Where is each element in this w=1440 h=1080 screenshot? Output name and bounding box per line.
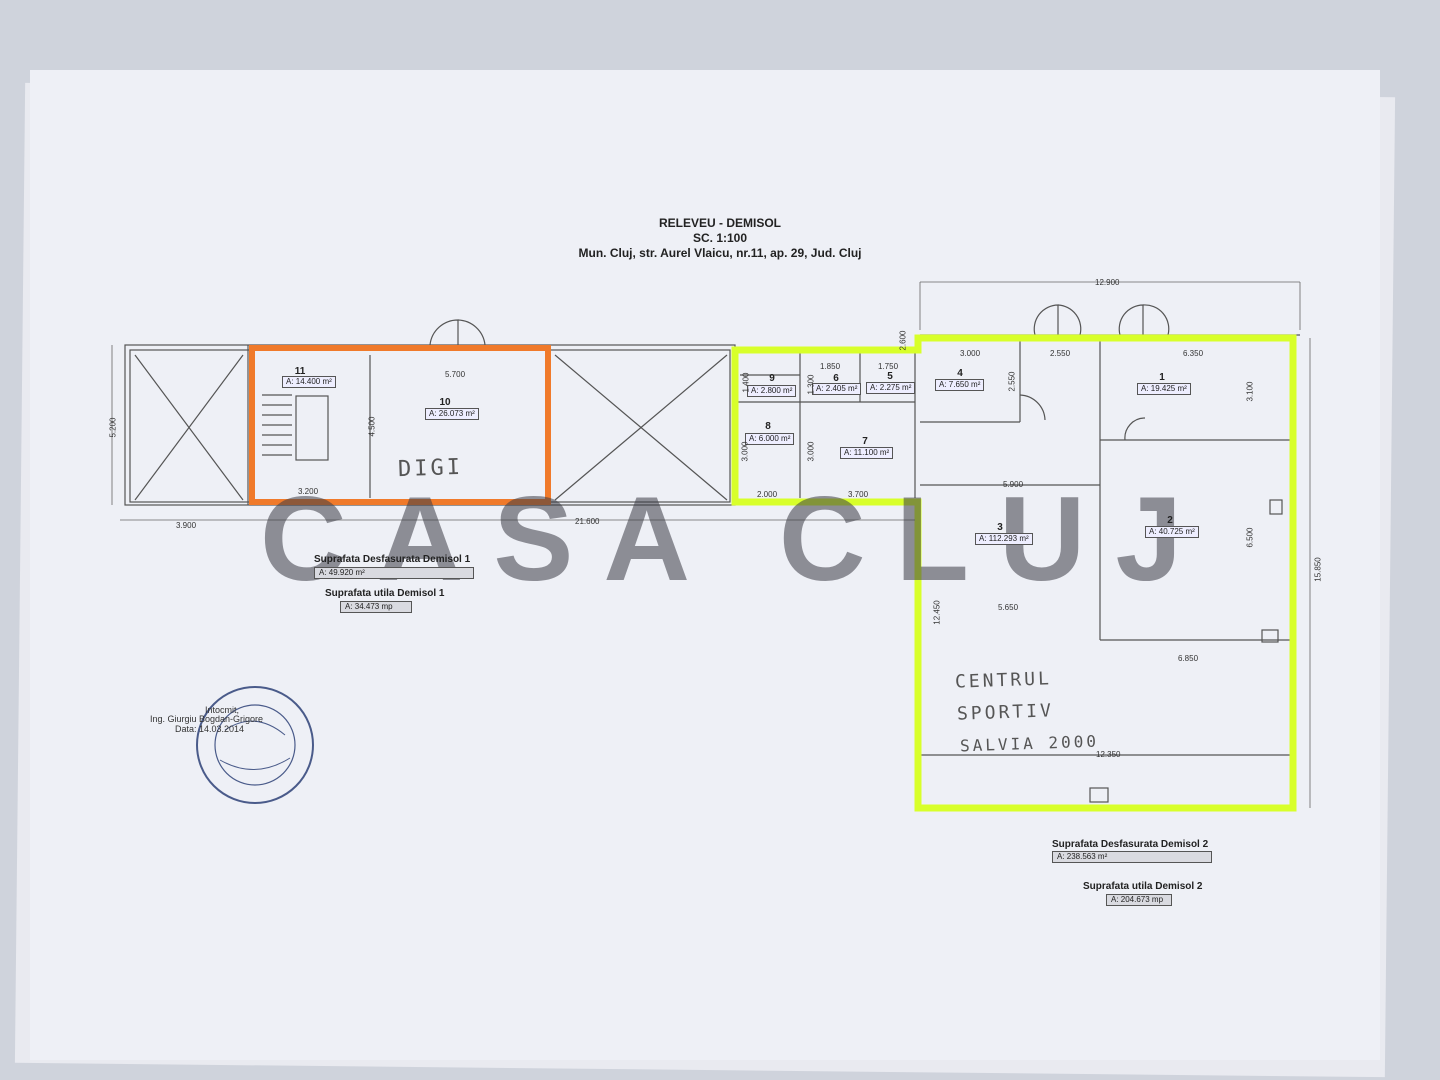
dim-5700: 5.700 (445, 370, 466, 379)
dim-3200: 3.200 (298, 487, 319, 496)
official-stamp-icon (196, 686, 314, 804)
dim-12900: 12.900 (1095, 278, 1120, 287)
room-8-label: 8 (765, 421, 771, 432)
dim-5200: 5.200 (108, 417, 118, 438)
plan-title: RELEVEU - DEMISOL (658, 216, 781, 230)
handwritten-digi: DIGI (397, 454, 464, 483)
room-7-label: 7 (862, 436, 868, 447)
room-2-label: 2 (1167, 515, 1173, 526)
right-wing-walls (738, 304, 1300, 803)
room-6-area: A: 2.405 m² (812, 383, 862, 395)
summary2-desf-label: Suprafata Desfasurata Demisol 2 (1052, 839, 1209, 850)
orange-highlight (249, 345, 551, 505)
room-9-label: 9 (769, 373, 775, 384)
summary2-util-label: Suprafata utila Demisol 2 (1083, 881, 1203, 892)
dim-12350: 12.350 (1096, 750, 1121, 759)
dim-15850: 15.850 (1313, 557, 1323, 582)
room-10-area: A: 26.073 m² (425, 408, 479, 420)
dim-2600: 2.600 (898, 330, 908, 351)
room-1-area: A: 19.425 m² (1137, 383, 1191, 395)
dim-6500: 6.500 (1245, 527, 1255, 548)
room-10-label: 10 (439, 397, 451, 408)
dim-3100: 3.100 (1245, 381, 1255, 402)
plan-address: Mun. Cluj, str. Aurel Vlaicu, nr.11, ap.… (578, 246, 862, 260)
dim-2000: 2.000 (757, 490, 778, 499)
dim-4500: 4.500 (367, 416, 377, 437)
room-4-area: A: 7.650 m² (935, 379, 985, 391)
dim-21600: 21.600 (575, 517, 600, 526)
dim-1850: 1.850 (820, 362, 841, 371)
summary1-util-value: A: 34.473 mp (340, 601, 412, 613)
dim-2550-top: 2.550 (1050, 349, 1071, 358)
dim-3000-room7: 3.000 (806, 441, 816, 462)
room-5-area: A: 2.275 m² (866, 382, 916, 394)
dim-12450: 12.450 (932, 600, 942, 625)
summary1-util-label: Suprafata utila Demisol 1 (325, 588, 445, 599)
room-11-label: 11 (294, 366, 306, 377)
summary2-util-value: A: 204.673 mp (1106, 894, 1172, 906)
dim-3700: 3.700 (848, 490, 869, 499)
signature-name: Ing. Giurgiu Bogdan-Grigore (150, 714, 264, 724)
neon-highlight (731, 334, 1297, 812)
signature-intocmit: Intocmit, (205, 705, 240, 715)
dim-6350: 6.350 (1183, 349, 1204, 358)
summary2-desf-value: A: 238.563 m² (1052, 851, 1212, 863)
room-3-area: A: 112.293 m² (975, 533, 1033, 545)
room-8-area: A: 6.000 m² (745, 433, 795, 445)
dim-1750: 1.750 (878, 362, 899, 371)
dim-6850: 6.850 (1178, 654, 1199, 663)
room-11-area: A: 14.400 m² (282, 376, 336, 388)
summary1-desf-value: A: 49.920 m² (314, 567, 474, 579)
dim-3000-room8: 3.000 (740, 441, 750, 462)
dim-1300: 1.300 (806, 374, 816, 395)
room-3-label: 3 (997, 522, 1003, 533)
dim-5900: 5.900 (1003, 480, 1024, 489)
dimension-lines (111, 281, 1311, 808)
room-5-label: 5 (887, 371, 893, 382)
handwritten-sportiv: SPORTIV (956, 700, 1055, 725)
dim-5650: 5.650 (998, 603, 1019, 612)
room-1-label: 1 (1159, 372, 1165, 383)
signature-date: Data: 14.03.2014 (175, 724, 245, 734)
room-9-area: A: 2.800 m² (747, 385, 797, 397)
handwritten-centrul: CENTRUL (954, 668, 1053, 693)
plan-scale: SC. 1:100 (692, 231, 748, 245)
dim-1400: 1.400 (741, 372, 751, 393)
room-7-area: A: 11.100 m² (840, 447, 894, 459)
dim-3900: 3.900 (176, 521, 197, 530)
room-4-label: 4 (957, 368, 963, 379)
summary1-desf-label: Suprafata Desfasurata Demisol 1 (314, 554, 471, 565)
room-6-label: 6 (833, 373, 839, 384)
room-2-area: A: 40.725 m² (1145, 526, 1199, 538)
dim-2550-side: 2.550 (1007, 371, 1017, 392)
dim-3000-top: 3.000 (960, 349, 981, 358)
